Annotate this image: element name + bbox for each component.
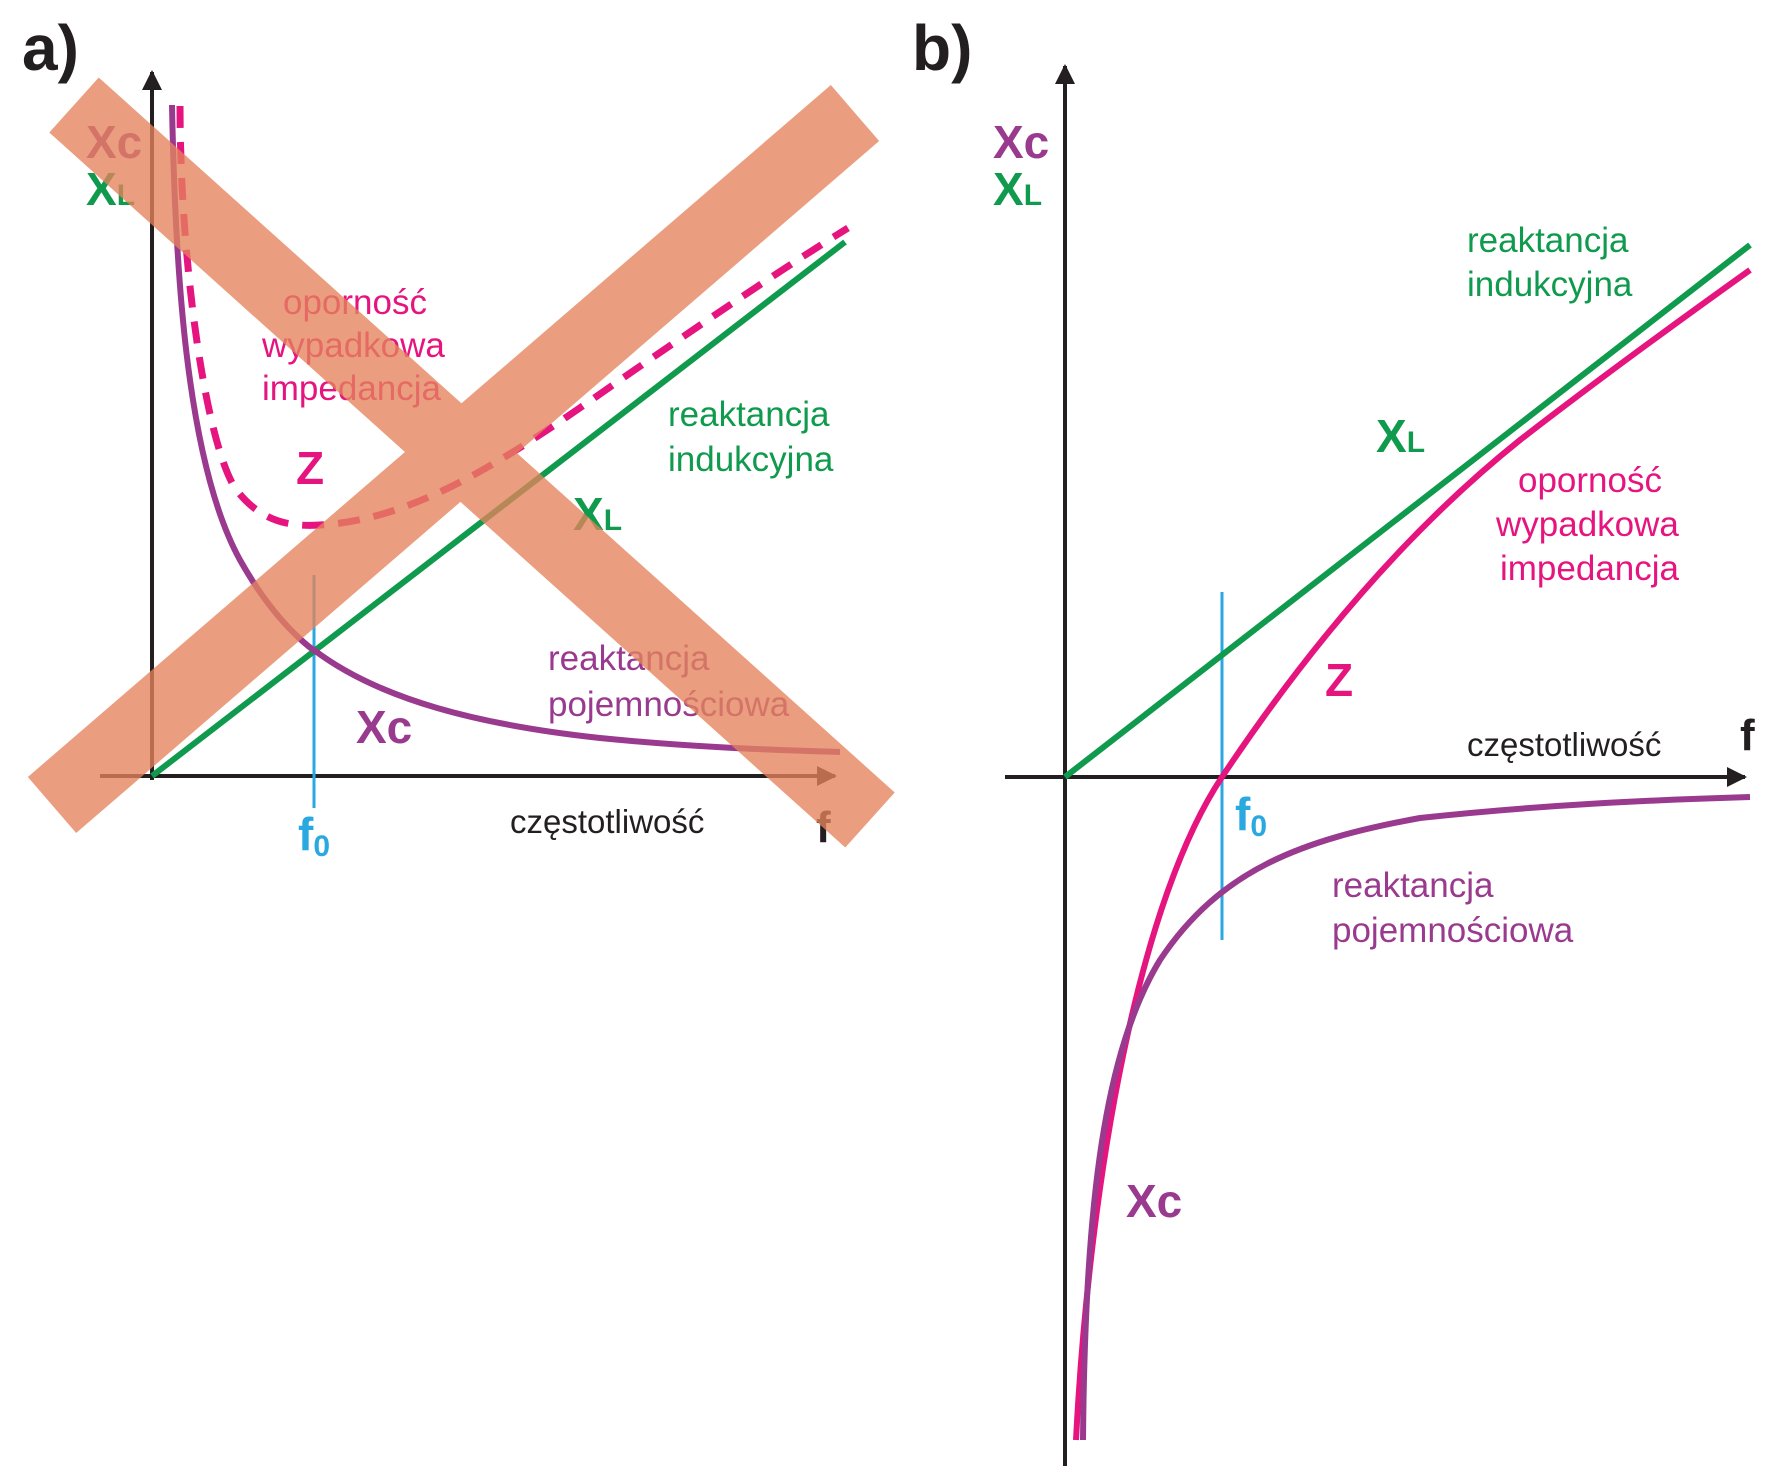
panel-b-xl-desc-line-1: reaktancja: [1467, 221, 1629, 260]
panel-b-z-desc-line-2: wypadkowa: [1495, 505, 1679, 544]
panel-b-xc-symbol: Xc: [1126, 1175, 1182, 1227]
panel-a-xl-desc-line-1: reaktancja: [668, 395, 830, 434]
panel-b-xc-curve: [1080, 794, 1751, 1441]
panel-b-label: b): [912, 12, 972, 84]
panel-b-z-description: oporność wypadkowa impedancja: [1495, 461, 1680, 588]
panel-a-z-symbol: Z: [296, 442, 324, 494]
panel-b-xl-line: [1063, 242, 1752, 780]
panel-a-xc-curve: [169, 104, 841, 755]
panel-b-z-curve: [1073, 267, 1752, 1441]
panel-b-xc-desc-line-1: reaktancja: [1332, 866, 1494, 905]
panel-b-x-axis-symbol: f: [1740, 711, 1755, 760]
panel-a-xl-desc-line-2: indukcyjna: [668, 440, 834, 479]
panel-b: b) Xc XL reaktancja indukcyjna XL oporno…: [912, 12, 1755, 1466]
panel-a-label: a): [22, 12, 79, 84]
panel-b-xl-symbol: XL: [1376, 410, 1425, 462]
panel-b-xl-desc-line-2: indukcyjna: [1467, 265, 1633, 304]
panel-b-y-label-xc: Xc: [993, 116, 1049, 168]
panel-b-z-desc-line-3: impedancja: [1500, 549, 1680, 588]
panel-b-z-symbol: Z: [1325, 654, 1353, 706]
panel-a-xc-symbol: Xc: [356, 701, 412, 753]
panel-b-xl-description: reaktancja indukcyjna: [1467, 221, 1633, 304]
panel-b-xc-description: reaktancja pojemnościowa: [1332, 866, 1574, 950]
panel-b-x-axis-label: częstotliwość: [1467, 726, 1661, 763]
panel-a-xl-description: reaktancja indukcyjna: [668, 395, 834, 479]
panel-b-f0-label: f0: [1235, 788, 1267, 843]
panel-b-y-label-xl: XL: [993, 163, 1042, 215]
panel-b-z-desc-line-1: oporność: [1518, 461, 1662, 500]
panel-a-cross-out-mark: [27, 77, 895, 848]
panel-a-f0-label: f0: [298, 808, 330, 863]
cross-stroke-2: [27, 84, 880, 834]
panel-b-xc-desc-line-2: pojemnościowa: [1332, 911, 1574, 950]
panel-a: a) Xc XL oporność wypadkowa impedancja Z…: [22, 12, 895, 863]
panel-a-x-axis-label: częstotliwość: [510, 803, 704, 840]
